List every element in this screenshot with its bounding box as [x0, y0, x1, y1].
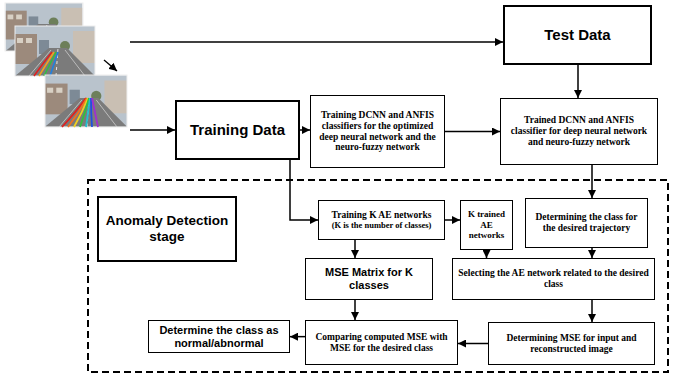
- process-box: Trained DCNN and ANFIS classifier for de…: [500, 98, 658, 165]
- video-frame: [45, 75, 127, 126]
- box-text: Selecting the AE network related to the …: [457, 268, 650, 290]
- flow-arrow: [577, 65, 579, 98]
- process-box: Determining MSE for input and reconstruc…: [488, 322, 655, 365]
- box-text: (K is the number of classes): [332, 221, 432, 231]
- box-text: Training Data: [190, 121, 285, 138]
- sequence-arrow: [104, 60, 117, 71]
- process-box: Anomaly Detection stage: [97, 196, 237, 262]
- flow-arrow: [300, 129, 310, 131]
- flow-arrow: [445, 219, 460, 221]
- box-text: K trained AE networks: [465, 209, 508, 240]
- trajectory-lines: [34, 52, 58, 76]
- process-box: MSE Matrix for K classes: [305, 258, 433, 300]
- process-box: Determining the class for the desired tr…: [525, 198, 648, 248]
- process-box: Training K AE networks(K is the number o…: [318, 200, 445, 240]
- flow-arrow: [591, 300, 593, 322]
- flow-arrow: [458, 343, 488, 345]
- box-text: MSE Matrix for K classes: [310, 266, 428, 291]
- input-arrow: [130, 41, 503, 43]
- traffic-frames: [5, 3, 127, 127]
- box-text: Anomaly Detection stage: [103, 213, 231, 244]
- box-text: Test Data: [544, 26, 610, 43]
- flow-arrow: [591, 248, 593, 258]
- process-box: K trained AE networks: [460, 200, 513, 250]
- process-box: Training DCNN and ANFIS classifiers for …: [310, 95, 445, 168]
- box-text: Determine the class as normal/abnormal: [153, 324, 285, 349]
- flow-arrow: [290, 160, 318, 220]
- process-box: Selecting the AE network related to the …: [452, 258, 655, 300]
- box-text: Trained DCNN and ANFIS classifier for de…: [505, 115, 653, 148]
- flow-arrow: [354, 240, 356, 258]
- process-box: Test Data: [503, 5, 652, 65]
- box-text: Training K AE networks: [332, 210, 432, 221]
- frame-border: [15, 26, 95, 76]
- flow-arrow: [354, 300, 356, 320]
- box-text: Determining MSE for input and reconstruc…: [493, 333, 650, 355]
- box-text: Training DCNN and ANFIS classifiers for …: [315, 110, 440, 154]
- stage-region: [88, 180, 668, 372]
- process-box: Training Data: [175, 100, 300, 160]
- box-text: Comparing computed MSE with MSE for the …: [310, 332, 453, 354]
- flow-arrow: [445, 131, 500, 133]
- box-text: Determining the class for the desired tr…: [530, 212, 643, 234]
- input-arrow: [130, 129, 175, 131]
- process-box: Comparing computed MSE with MSE for the …: [305, 320, 458, 365]
- flow-arrow: [486, 250, 488, 258]
- trajectory-lines: [62, 98, 98, 127]
- flow-arrow: [290, 336, 305, 338]
- flow-arrow: [591, 165, 593, 198]
- process-box: Determine the class as normal/abnormal: [148, 320, 290, 353]
- frame-border: [45, 75, 127, 127]
- video-frame: [15, 26, 95, 76]
